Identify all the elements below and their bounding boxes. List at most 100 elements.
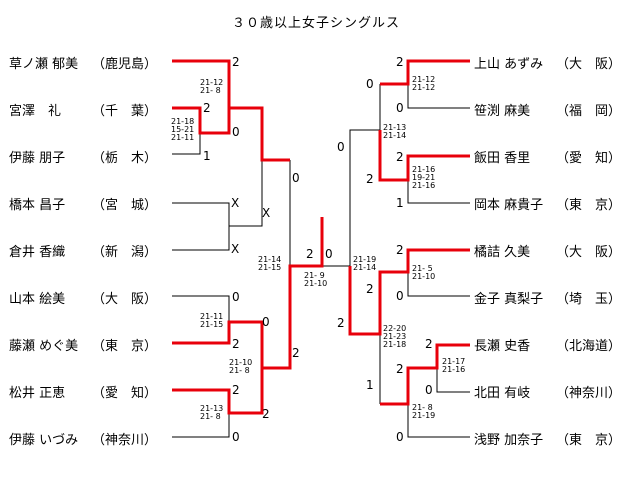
count-r-p7: 2 (425, 337, 433, 351)
right-player-prefecture: （福 岡） (556, 104, 622, 119)
count-l-p8: 2 (232, 383, 240, 397)
left-player-prefecture: （大 阪） (92, 292, 158, 307)
score-r-r2-b: 22-20 21-23 21-18 (383, 324, 407, 349)
count-l-p9: 0 (232, 430, 240, 444)
count-final-right: 0 (325, 247, 333, 261)
left-player-prefecture: （鹿児島） (92, 57, 158, 72)
right-player-prefecture: （大 阪） (556, 57, 622, 72)
left-player-prefecture: （東 京） (92, 339, 158, 354)
score-l-r2-b: 21-10 21- 8 (229, 358, 253, 375)
count-r-p56: 2 (366, 282, 374, 296)
count-l-top-sf: 0 (292, 171, 300, 185)
count-l-p3: 1 (203, 149, 211, 163)
win-l-sf (262, 217, 324, 370)
count-r-p4: 1 (396, 196, 404, 210)
left-player-prefecture: （栃 木） (92, 151, 158, 166)
count-r-p34: 2 (366, 172, 374, 186)
count-r-p5: 2 (396, 243, 404, 257)
left-player-name: 山本 絵美 (9, 292, 66, 307)
count-r-p8: 0 (425, 383, 433, 397)
score-r-r1-d: 21-17 21-16 (442, 357, 466, 374)
count-r-p789: 1 (366, 378, 374, 392)
score-final: 21- 9 21-10 (304, 271, 328, 288)
right-player-name: 北田 有岐 (474, 386, 531, 401)
right-player-prefecture: （東 京） (556, 198, 622, 213)
left-player-name: 松井 正恵 (9, 386, 66, 401)
score-l-r1-b: 21-11 21-15 (200, 312, 224, 329)
count-r-p2: 0 (396, 101, 404, 115)
win-r-p7 (380, 343, 470, 406)
line-l-p3 (172, 133, 201, 155)
left-player-name: 伊藤 朋子 (9, 151, 66, 166)
left-player-name: 宮澤 礼 (9, 104, 62, 119)
count-l-p45: X (262, 206, 271, 220)
left-player-name: 伊藤 いづみ (9, 433, 79, 448)
page-title: ３０歳以上女子シングルス (232, 16, 401, 31)
left-player-prefecture: （神奈川） (92, 433, 158, 448)
win-r-p1 (380, 59, 470, 86)
line-l-p9 (172, 413, 230, 438)
count-l-p67: 0 (262, 315, 270, 329)
left-player-name: 藤瀬 めぐ美 (9, 339, 79, 354)
score-r-r1-a: 21-12 21-12 (412, 75, 436, 92)
win-r-p3 (378, 130, 470, 182)
count-l-p5: X (231, 242, 240, 256)
count-l-p2a: 2 (203, 101, 211, 115)
right-player-name: 長瀬 史香 (474, 339, 531, 354)
count-final-left: 2 (306, 247, 314, 261)
score-l-r1-c: 21-13 21- 8 (200, 404, 224, 421)
line-r-p8 (436, 368, 470, 393)
win-l-p8 (172, 368, 264, 415)
right-player-prefecture: （愛 知） (556, 151, 622, 166)
right-player-name: 上山 あずみ (474, 57, 544, 72)
score-l-r1-a: 21-18 15-21 21-11 (171, 117, 195, 142)
right-player-prefecture: （大 阪） (556, 245, 622, 260)
count-l-p1: 2 (232, 55, 240, 69)
bracket-lines-red (172, 59, 470, 415)
line-r-top-sf (349, 84, 381, 266)
line-r-p6 (407, 272, 470, 297)
left-player-prefecture: （愛 知） (92, 386, 158, 401)
count-l-p4: X (231, 196, 240, 210)
win-l-p1 (172, 59, 290, 162)
count-l-p6: 0 (232, 290, 240, 304)
count-l-bot-sf: 2 (292, 346, 300, 360)
right-player-name: 橘詰 久美 (474, 245, 531, 260)
win-l-p2 (172, 106, 231, 135)
count-r-top-sf: 0 (337, 140, 345, 154)
count-r-p78: 2 (396, 362, 404, 376)
line-l-p4 (172, 202, 230, 226)
left-player-prefecture: （千 葉） (92, 104, 158, 119)
left-player-prefecture: （宮 城） (92, 198, 158, 213)
left-player-name: 倉井 香織 (9, 245, 66, 260)
left-player-name: 橋本 昌子 (9, 198, 66, 213)
right-player-name: 飯田 香里 (474, 151, 531, 166)
count-r-p3: 2 (396, 150, 404, 164)
line-r-p2 (407, 84, 470, 109)
line-l-p6 (172, 295, 230, 322)
right-player-prefecture: （北海道） (556, 339, 622, 354)
count-l-p7: 2 (232, 337, 240, 351)
count-r-p6: 0 (396, 289, 404, 303)
right-player-name: 金子 真梨子 (474, 292, 544, 307)
score-r-r2-a: 21-13 21-14 (383, 123, 407, 140)
count-l-p89: 2 (262, 407, 270, 421)
count-r-p12: 0 (366, 77, 374, 91)
count-l-p2b: 0 (232, 125, 240, 139)
win-l-p7 (172, 320, 264, 368)
left-player-name: 草ノ瀬 郁美 (9, 57, 79, 72)
score-r-r1-b: 21-16 19-21 21-16 (412, 165, 436, 190)
win-r-p5 (348, 248, 470, 336)
score-r-r1-e: 21- 8 21-19 (412, 403, 436, 420)
count-r-p1: 2 (396, 55, 404, 69)
line-l-p5 (172, 226, 230, 251)
right-player-name: 浅野 加奈子 (474, 433, 544, 448)
right-player-prefecture: （埼 玉） (556, 292, 622, 307)
count-r-p9: 0 (396, 430, 404, 444)
right-player-prefecture: （東 京） (556, 433, 622, 448)
line-r-p4 (407, 180, 470, 204)
count-r-bot-sf: 2 (337, 316, 345, 330)
score-l-sf: 21-14 21-15 (258, 255, 282, 272)
